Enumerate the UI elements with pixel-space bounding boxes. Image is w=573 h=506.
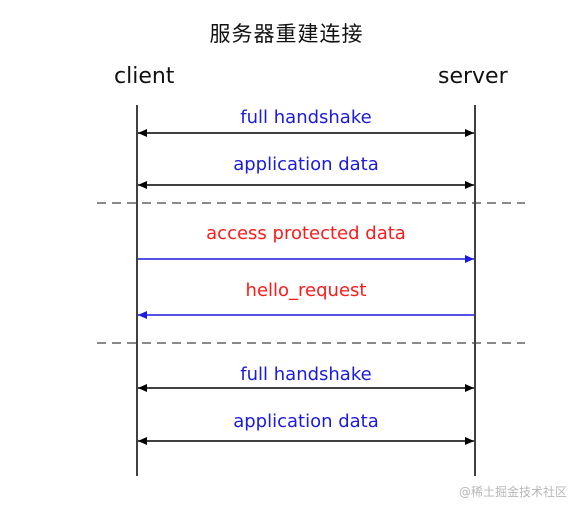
message-label-full-handshake: full handshake	[240, 364, 372, 385]
watermark: @稀土掘金技术社区	[458, 485, 567, 499]
message-label-access-protected-data: access protected data	[206, 223, 406, 244]
server-label: server	[438, 64, 508, 89]
message-label-application-data: application data	[233, 154, 379, 175]
message-label-full-handshake: full handshake	[240, 107, 372, 128]
client-label: client	[114, 64, 175, 89]
message-label-application-data: application data	[233, 411, 379, 432]
message-label-hello-request: hello_request	[245, 280, 367, 301]
diagram-title: 服务器重建连接	[209, 22, 364, 46]
